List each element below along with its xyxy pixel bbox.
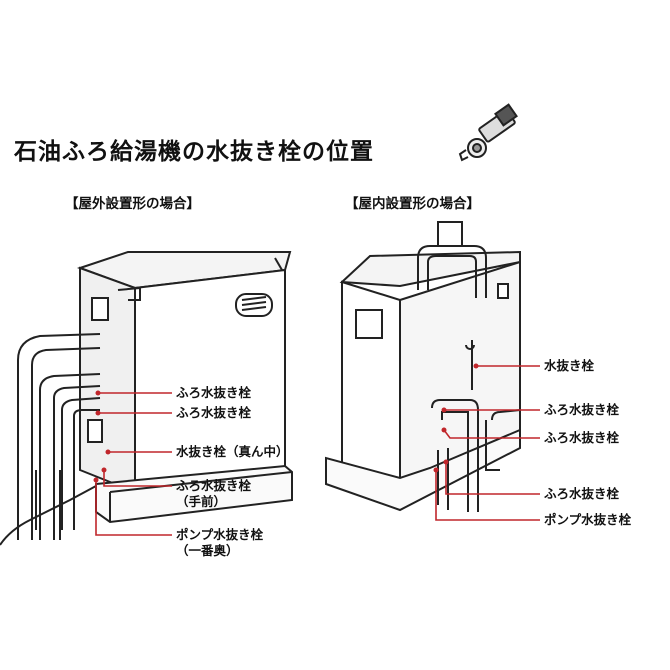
outdoor-label-back-note: （一番奥） <box>176 543 239 558</box>
indoor-label-drain-valve: 水抜き栓 <box>544 358 595 373</box>
indoor-unit <box>325 221 521 512</box>
indoor-label-bath-valve-1: ふろ水抜き栓 <box>544 402 620 417</box>
indoor-label-bath-valve-2: ふろ水抜き栓 <box>544 430 620 445</box>
indoor-label-bath-valve-3: ふろ水抜き栓 <box>544 486 620 501</box>
outdoor-label-bath-valve-2: ふろ水抜き栓 <box>176 405 252 420</box>
outdoor-pipes <box>0 333 103 546</box>
outdoor-label-bath-valve-front: ふろ水抜き栓 <box>176 478 252 493</box>
page-title: 石油ふろ給湯機の水抜き栓の位置 <box>14 139 374 165</box>
indoor-heading: 【屋内設置形の場合】 <box>345 196 480 212</box>
valve-tap-icon <box>458 103 518 162</box>
outdoor-label-front-note: （手前） <box>176 494 227 509</box>
valve-markers <box>93 363 479 483</box>
leader-lines <box>95 365 540 536</box>
indoor-label-pump-valve: ポンプ水抜き栓 <box>544 512 632 527</box>
outdoor-label-pump-valve: ポンプ水抜き栓 <box>176 527 264 542</box>
outdoor-label-drain-valve-middle: 水抜き栓（真ん中） <box>176 444 289 459</box>
outdoor-label-bath-valve-1: ふろ水抜き栓 <box>176 385 252 400</box>
outdoor-heading: 【屋外設置形の場合】 <box>65 196 200 212</box>
